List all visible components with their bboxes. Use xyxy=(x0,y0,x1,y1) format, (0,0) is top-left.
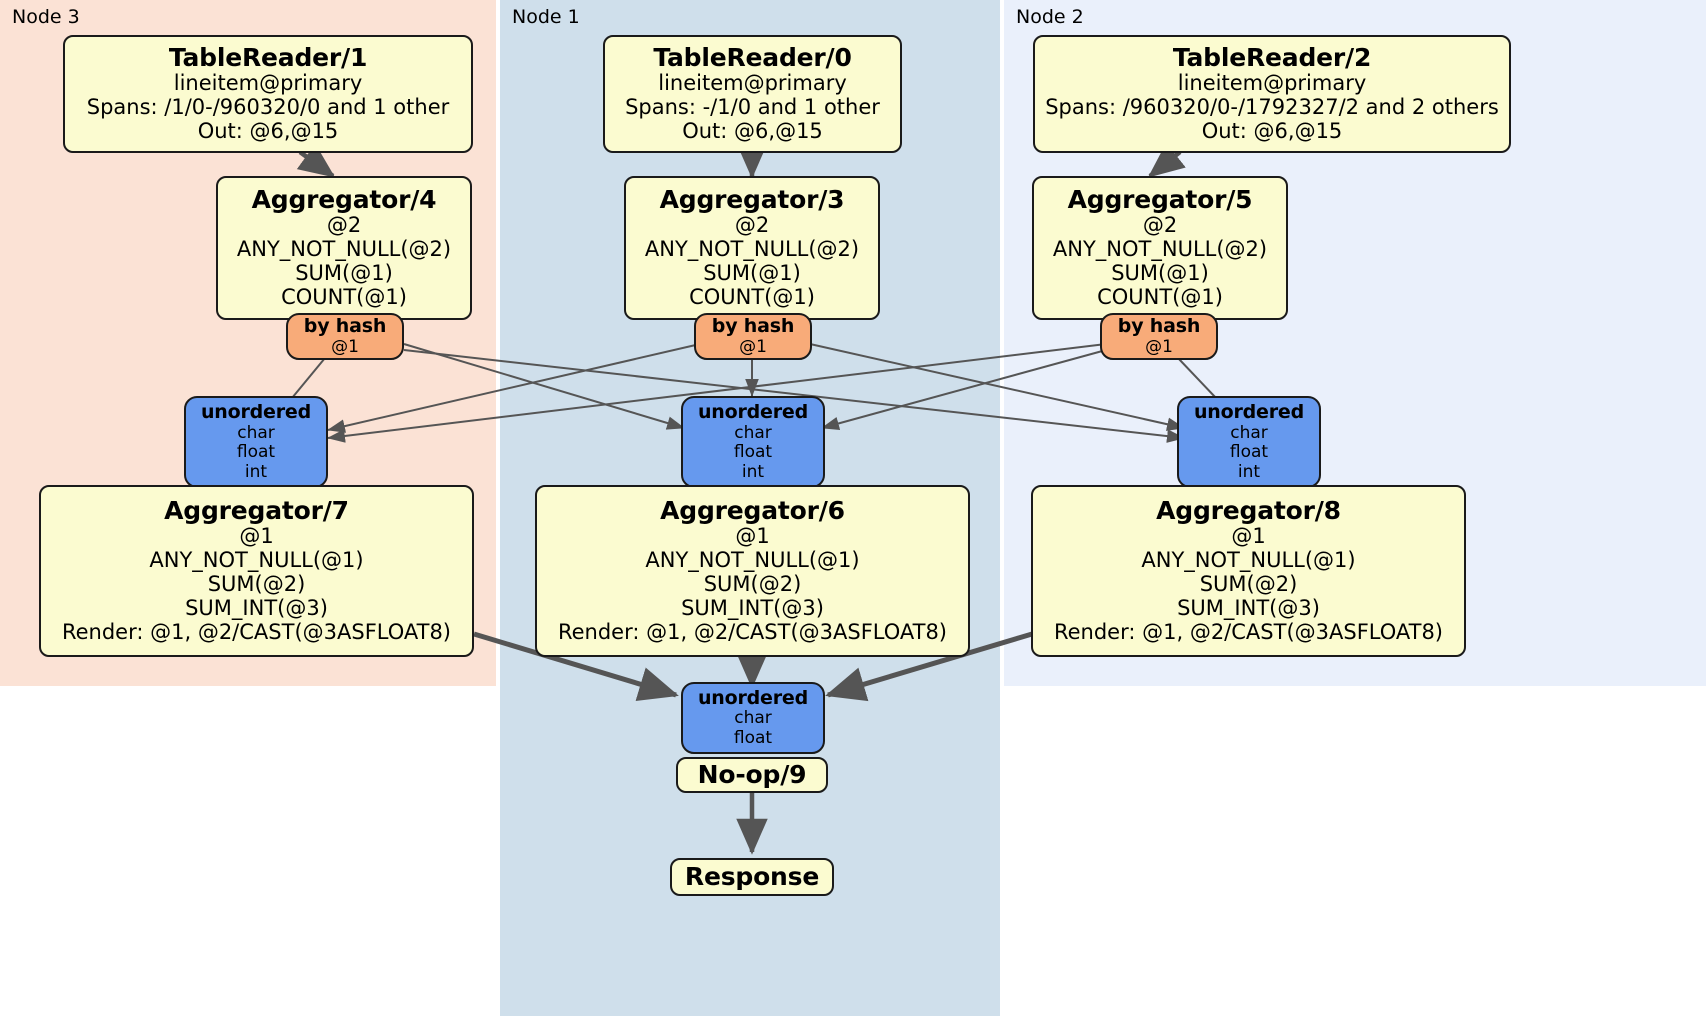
box-title: TableReader/0 xyxy=(653,42,852,72)
box-line: ANY_NOT_NULL(@2) xyxy=(1052,237,1268,262)
box-line: float xyxy=(236,442,276,463)
box-line: ANY_NOT_NULL(@1) xyxy=(149,548,364,573)
box-aggregator5[interactable]: Aggregator/5 @2 ANY_NOT_NULL(@2) SUM(@1)… xyxy=(1032,176,1288,320)
box-aggregator6[interactable]: Aggregator/6 @1 ANY_NOT_NULL(@1) SUM(@2)… xyxy=(535,485,970,657)
box-aggregator3[interactable]: Aggregator/3 @2 ANY_NOT_NULL(@2) SUM(@1)… xyxy=(624,176,880,320)
box-title: Aggregator/6 xyxy=(660,495,845,525)
box-title: Aggregator/7 xyxy=(164,495,349,525)
box-line: SUM(@2) xyxy=(207,572,306,597)
box-line: char xyxy=(1230,422,1268,443)
box-line: ANY_NOT_NULL(@2) xyxy=(644,237,860,262)
box-line: ANY_NOT_NULL(@1) xyxy=(645,548,860,573)
box-line: char xyxy=(734,708,772,729)
box-line: COUNT(@1) xyxy=(1097,285,1223,310)
box-line: int xyxy=(244,461,268,482)
box-title: Aggregator/5 xyxy=(1067,184,1253,214)
box-line: char xyxy=(237,422,275,443)
box-title: Response xyxy=(684,861,820,891)
box-line: @2 xyxy=(326,213,362,238)
box-line: SUM(@1) xyxy=(1111,261,1209,286)
box-title: by hash xyxy=(711,314,795,337)
box-line: @1 xyxy=(735,524,770,549)
box-line: @1 xyxy=(1145,336,1173,357)
box-byhash-node3[interactable]: by hash @1 xyxy=(286,313,404,360)
box-line: lineitem@primary xyxy=(1177,71,1367,96)
box-title: by hash xyxy=(303,314,387,337)
box-line: @1 xyxy=(739,336,767,357)
box-line: @1 xyxy=(239,524,274,549)
box-line: @1 xyxy=(1231,524,1266,549)
box-line: lineitem@primary xyxy=(173,71,363,96)
box-line: SUM(@2) xyxy=(1199,572,1298,597)
box-line: @2 xyxy=(1142,213,1178,238)
box-line: Out: @6,@15 xyxy=(682,119,823,144)
node-panel-label-node3: Node 3 xyxy=(12,6,80,28)
box-tablereader2[interactable]: TableReader/2 lineitem@primary Spans: /9… xyxy=(1033,35,1511,153)
box-line: COUNT(@1) xyxy=(281,285,407,310)
box-aggregator4[interactable]: Aggregator/4 @2 ANY_NOT_NULL(@2) SUM(@1)… xyxy=(216,176,472,320)
box-title: unordered xyxy=(697,401,809,424)
box-line: Render: @1, @2/CAST(@3ASFLOAT8) xyxy=(61,620,452,645)
box-line: Spans: /960320/0-/1792327/2 and 2 others xyxy=(1045,95,1499,120)
box-line: char xyxy=(734,422,772,443)
box-line: @2 xyxy=(734,213,770,238)
box-title: Aggregator/3 xyxy=(659,184,845,214)
box-title: No-op/9 xyxy=(697,759,807,789)
box-line: int xyxy=(741,461,765,482)
box-title: TableReader/2 xyxy=(1172,42,1372,72)
node-panel-label-node2: Node 2 xyxy=(1016,6,1084,28)
box-unordered-node3[interactable]: unordered char float int xyxy=(184,396,328,488)
box-line: SUM_INT(@3) xyxy=(1177,596,1320,621)
box-title: by hash xyxy=(1117,314,1201,337)
box-response[interactable]: Response xyxy=(670,858,834,896)
box-line: SUM_INT(@3) xyxy=(185,596,328,621)
box-line: ANY_NOT_NULL(@1) xyxy=(1141,548,1356,573)
box-tablereader0[interactable]: TableReader/0 lineitem@primary Spans: -/… xyxy=(603,35,902,153)
box-line: float xyxy=(733,727,773,748)
box-line: SUM(@2) xyxy=(703,572,802,597)
box-line: ANY_NOT_NULL(@2) xyxy=(236,237,452,262)
box-line: Spans: /1/0-/960320/0 and 1 other xyxy=(86,95,450,120)
box-noop9[interactable]: No-op/9 xyxy=(676,757,828,793)
box-line: lineitem@primary xyxy=(658,71,847,96)
box-unordered-node1[interactable]: unordered char float int xyxy=(681,396,825,488)
box-title: Aggregator/8 xyxy=(1156,495,1341,525)
box-line: SUM(@1) xyxy=(703,261,801,286)
box-line: SUM(@1) xyxy=(295,261,393,286)
box-title: TableReader/1 xyxy=(168,42,368,72)
box-line: int xyxy=(1237,461,1261,482)
box-title: unordered xyxy=(697,686,809,709)
box-line: float xyxy=(733,442,773,463)
box-line: Render: @1, @2/CAST(@3ASFLOAT8) xyxy=(557,620,948,645)
box-title: unordered xyxy=(200,401,312,424)
box-byhash-node2[interactable]: by hash @1 xyxy=(1100,313,1218,360)
box-unordered-node2[interactable]: unordered char float int xyxy=(1177,396,1321,488)
node-panel-label-node1: Node 1 xyxy=(512,6,580,28)
box-title: Aggregator/4 xyxy=(251,184,437,214)
box-aggregator7[interactable]: Aggregator/7 @1 ANY_NOT_NULL(@1) SUM(@2)… xyxy=(39,485,474,657)
box-line: Render: @1, @2/CAST(@3ASFLOAT8) xyxy=(1053,620,1444,645)
box-line: Out: @6,@15 xyxy=(197,119,339,144)
box-title: unordered xyxy=(1193,401,1305,424)
box-line: COUNT(@1) xyxy=(689,285,815,310)
box-tablereader1[interactable]: TableReader/1 lineitem@primary Spans: /1… xyxy=(63,35,473,153)
box-line: Spans: -/1/0 and 1 other xyxy=(625,95,880,120)
box-byhash-node1[interactable]: by hash @1 xyxy=(694,313,812,360)
box-unordered-final[interactable]: unordered char float xyxy=(681,682,825,754)
box-line: SUM_INT(@3) xyxy=(681,596,824,621)
box-line: float xyxy=(1229,442,1269,463)
box-aggregator8[interactable]: Aggregator/8 @1 ANY_NOT_NULL(@1) SUM(@2)… xyxy=(1031,485,1466,657)
box-line: @1 xyxy=(331,336,359,357)
box-line: Out: @6,@15 xyxy=(1201,119,1343,144)
